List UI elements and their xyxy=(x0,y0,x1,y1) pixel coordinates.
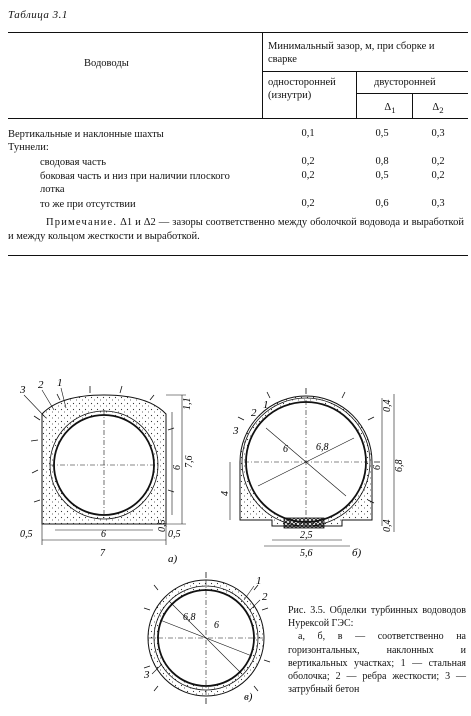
a-dim-0-5-v: 0,5 xyxy=(157,520,168,533)
row-label-0: Вертикальные и наклонные шахты xyxy=(8,129,164,140)
header-vline-3 xyxy=(412,93,413,118)
table-top-rule xyxy=(8,32,468,33)
b-num-1: 1 xyxy=(263,399,269,411)
figure-b: 2 1 3 0,4 6 6,8 6 6,8 4 0,4 2,5 5,6 б) xyxy=(220,388,405,559)
lining-figure: 3 2 1 1,1 7,6 6 0,5 6 0,5 0,5 7 а) 2 1 3… xyxy=(19,377,405,704)
header-two-sided: двусторонней xyxy=(374,77,436,88)
c-num-2: 2 xyxy=(262,591,268,603)
b-dim-4: 4 xyxy=(220,491,231,496)
a-num-3: 3 xyxy=(19,384,26,396)
a-dim-1-1: 1,1 xyxy=(182,398,193,411)
row-0-one: 0,1 xyxy=(301,128,315,139)
a-dim-7-6: 7,6 xyxy=(184,456,195,469)
b-dim-0-4-top: 0,4 xyxy=(382,400,393,413)
a-num-1: 1 xyxy=(57,377,63,389)
row-label-1: Туннели: xyxy=(8,142,49,153)
b-dim-5-6: 5,6 xyxy=(300,548,313,559)
a-label: а) xyxy=(168,553,178,565)
a-num-2: 2 xyxy=(38,379,44,391)
row-2-d2: 0,2 xyxy=(431,156,445,167)
header-subrule xyxy=(262,71,468,72)
figure-a: 3 2 1 1,1 7,6 6 0,5 6 0,5 0,5 7 а) xyxy=(19,377,195,565)
c-label: в) xyxy=(244,691,253,703)
b-label: б) xyxy=(352,547,362,559)
table-note: Примечание. Δ1 и Δ2 — зазоры соответстве… xyxy=(8,216,464,244)
b-dim-6-8-diag: 6,8 xyxy=(316,442,329,453)
table-bottom-rule xyxy=(8,255,468,256)
note-text: Δ1 и Δ2 — зазоры соответственно между об… xyxy=(8,217,464,242)
figure-caption-body: а, б, в — соответственно на горизонтальн… xyxy=(288,631,466,696)
b-dim-0-4-bottom: 0,4 xyxy=(382,520,393,533)
row-3-d2: 0,2 xyxy=(431,170,445,181)
c-num-1: 1 xyxy=(256,575,262,587)
header-vline xyxy=(262,32,263,118)
header-one-sided: односторонней (изнутри) xyxy=(268,77,336,101)
table-caption: Таблица 3.1 xyxy=(8,9,68,21)
a-dim-0-5-left: 0,5 xyxy=(20,529,33,540)
note-prefix: Примечание. xyxy=(46,217,118,228)
row-0-d1: 0,5 xyxy=(375,128,389,139)
c-dim-6-8: 6,8 xyxy=(183,612,196,623)
a-dim-7: 7 xyxy=(100,548,106,559)
row-4-d2: 0,3 xyxy=(431,198,445,209)
c-dim-6: 6 xyxy=(214,620,219,631)
figure-c: 1 2 3 6,8 6 в) xyxy=(143,572,271,704)
row-0-d2: 0,3 xyxy=(431,128,445,139)
b-dim-6-8-v: 6,8 xyxy=(394,460,405,473)
a-dim-6-h: 6 xyxy=(101,529,106,540)
header-delta1: Δ1 xyxy=(384,102,396,116)
b-num-3: 3 xyxy=(232,425,239,437)
b-dim-2-5: 2,5 xyxy=(300,530,313,541)
row-3-d1: 0,5 xyxy=(375,170,389,181)
row-3-one: 0,2 xyxy=(301,170,315,181)
header-delta2: Δ2 xyxy=(432,102,444,116)
header-vodovody: Водоводы xyxy=(84,58,129,69)
row-2-d1: 0,8 xyxy=(375,156,389,167)
header-vline-2 xyxy=(356,71,357,118)
row-4-d1: 0,6 xyxy=(375,198,389,209)
a-dim-6-v: 6 xyxy=(172,465,183,470)
row-label-3: боковая часть и низ при наличии плоского… xyxy=(40,171,230,195)
figure-caption-title: Рис. 3.5. Обделки турбинных водоводов Ну… xyxy=(288,605,466,630)
header-bottom-rule xyxy=(8,118,468,119)
row-4-one: 0,2 xyxy=(301,198,315,209)
b-num-2: 2 xyxy=(251,407,257,419)
row-2-one: 0,2 xyxy=(301,156,315,167)
b-dim-6-v: 6 xyxy=(372,465,383,470)
a-dim-0-5-right: 0,5 xyxy=(168,529,181,540)
b-dim-6-diag: 6 xyxy=(283,444,288,455)
row-label-2: сводовая часть xyxy=(40,157,106,168)
row-label-4: то же при отсутствии xyxy=(40,199,136,210)
header-min-gap: Минимальный зазор, м, при сборке и сварк… xyxy=(268,41,435,65)
figure-caption: Рис. 3.5. Обделки турбинных водоводов Ну… xyxy=(288,604,466,696)
c-num-3: 3 xyxy=(143,669,150,681)
